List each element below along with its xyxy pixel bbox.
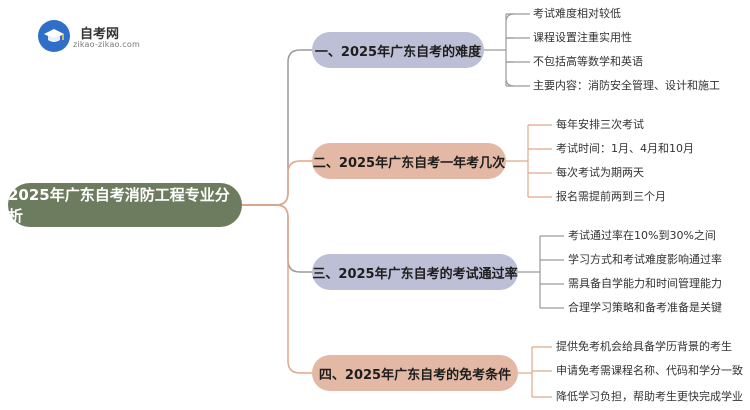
logo-name: 自考网 xyxy=(80,27,120,42)
leaf-item: 考试通过率在10%到30%之间 xyxy=(568,229,716,242)
connector-root-b2 xyxy=(242,160,312,206)
connector-root-b4 xyxy=(242,204,312,374)
leaf-item: 降低学习负担，帮助考生更快完成学业 xyxy=(556,390,743,403)
branch-exam-frequency: 二、2025年广东自考一年考几次 xyxy=(312,143,506,179)
leaf-item: 需具备自学能力和时间管理能力 xyxy=(568,277,722,290)
leaf-item: 考试难度相对较低 xyxy=(533,7,621,20)
leaf-item: 学习方式和考试难度影响通过率 xyxy=(568,253,722,266)
leaf-item: 考试时间：1月、4月和10月 xyxy=(556,142,694,155)
connector-root-b3 xyxy=(242,204,312,273)
branch-exemption: 四、2025年广东自考的免考条件 xyxy=(312,355,518,391)
leaf-item: 主要内容：消防安全管理、设计和施工 xyxy=(533,79,720,92)
logo-url: zikao-zikao.com xyxy=(73,40,140,49)
graduation-cap-icon xyxy=(38,20,70,52)
leaf-item: 提供免考机会给具备学历背景的考生 xyxy=(556,340,732,353)
leaf-item: 每次考试为期两天 xyxy=(556,166,644,179)
leaf-item: 不包括高等数学和英语 xyxy=(533,55,643,68)
connector-root-b1 xyxy=(242,49,312,206)
site-logo[interactable]: 自考网 zikao-zikao.com xyxy=(38,20,158,54)
leaf-item: 每年安排三次考试 xyxy=(556,118,644,131)
branch-pass-rate: 三、2025年广东自考的考试通过率 xyxy=(312,254,518,290)
leaf-item: 课程设置注重实用性 xyxy=(533,31,632,44)
leaf-item: 合理学习策略和备考准备是关键 xyxy=(568,301,722,314)
root-node: 2025年广东自考消防工程专业分析 xyxy=(8,183,242,227)
leaf-item: 申请免考需课程名称、代码和学分一致 xyxy=(556,364,743,377)
branch-difficulty: 一、2025年广东自考的难度 xyxy=(312,32,484,68)
leaf-item: 报名需提前两到三个月 xyxy=(556,190,666,203)
connector-b1 xyxy=(484,13,515,87)
